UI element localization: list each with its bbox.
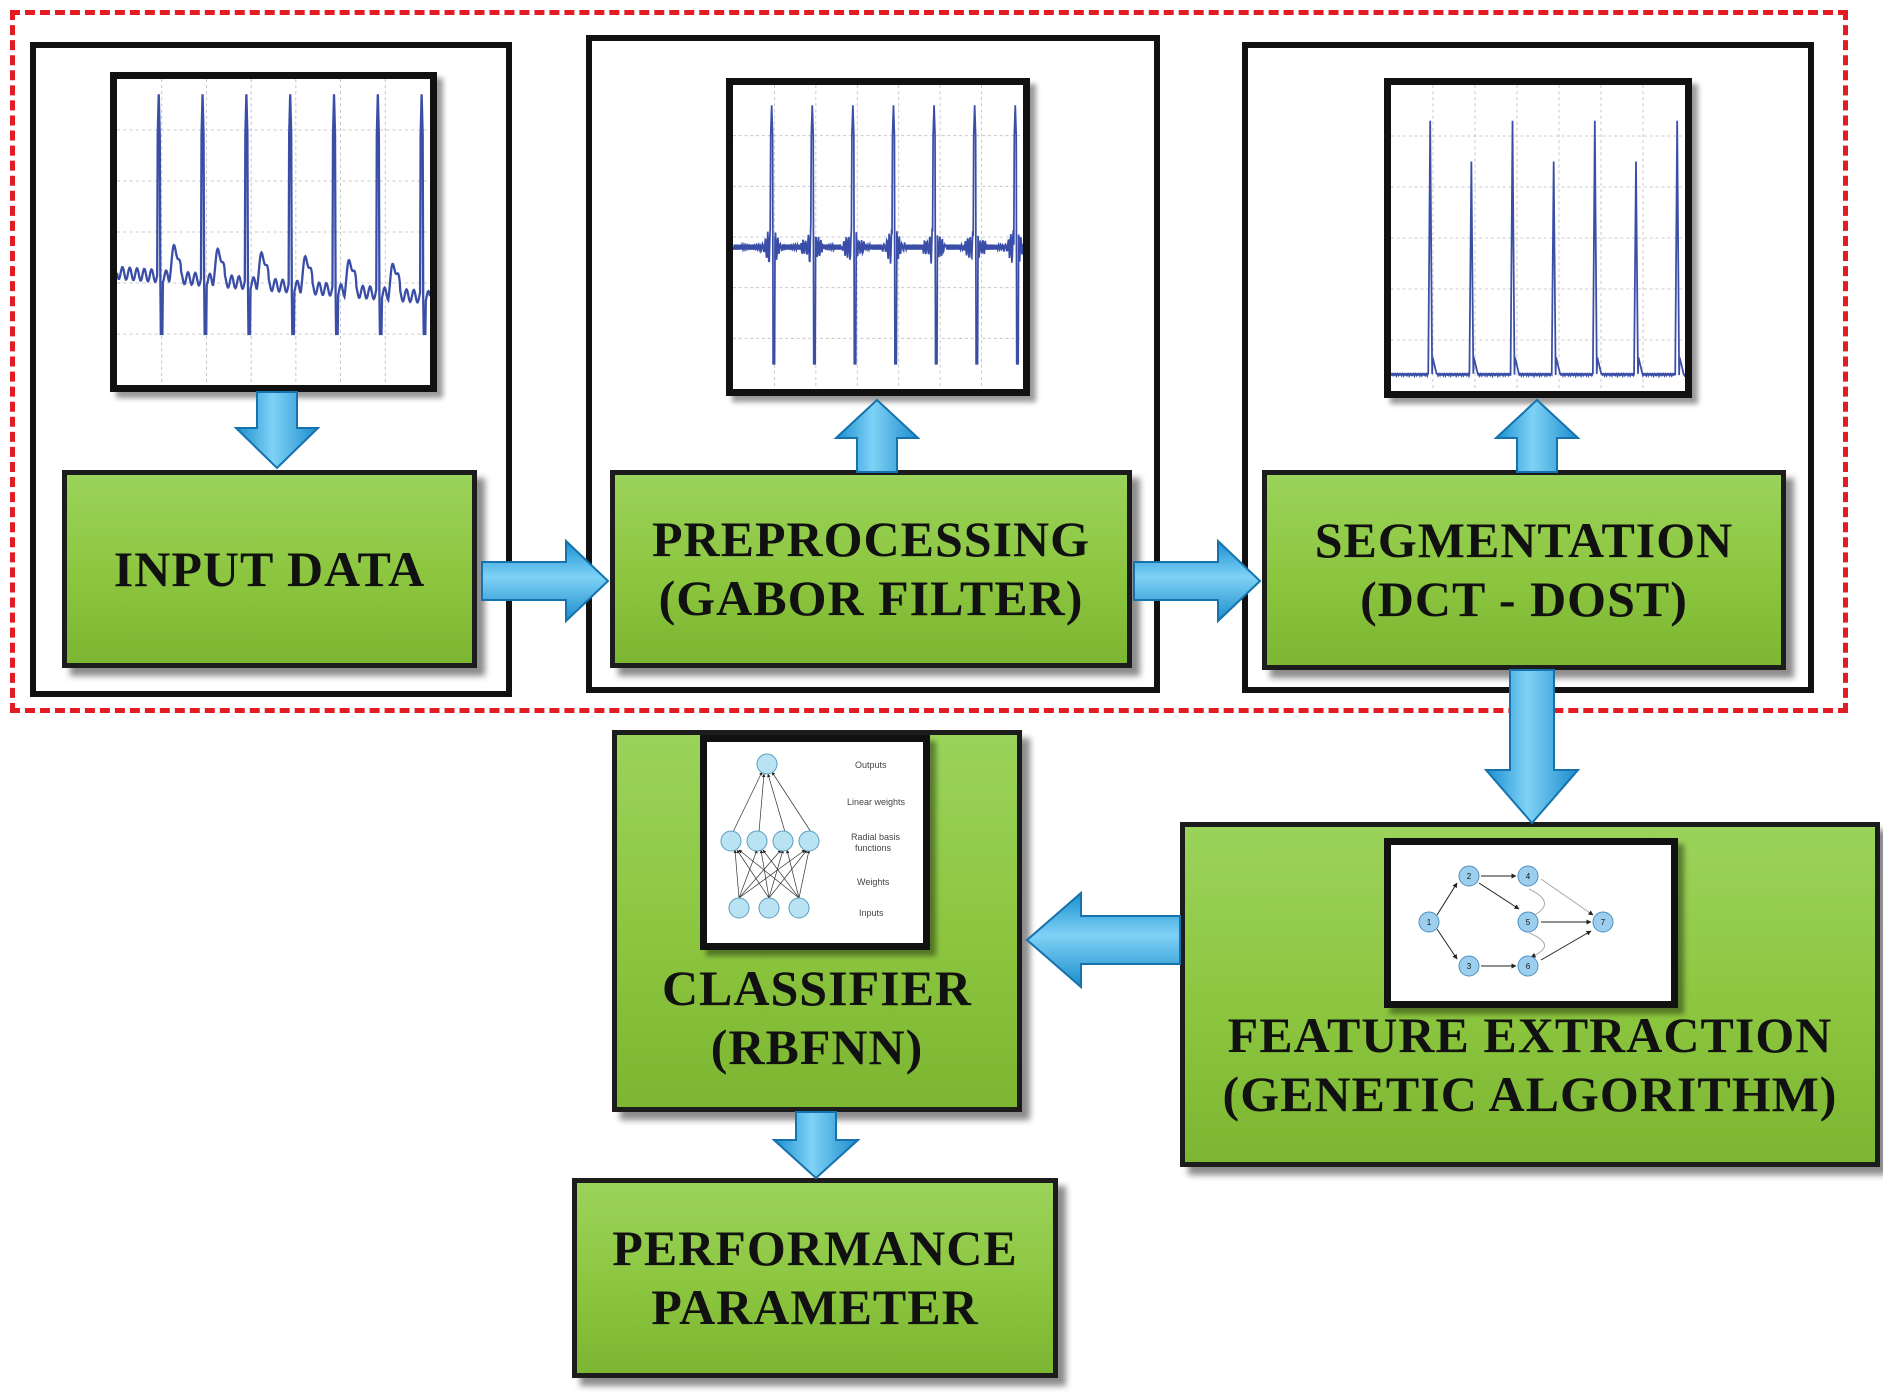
arrow-signal-to-input bbox=[232, 391, 322, 470]
rbf-weights-label: Weights bbox=[857, 877, 890, 887]
performance-title: PERFORMANCE bbox=[612, 1220, 1018, 1276]
segmentation-block: SEGMENTATION (DCT - DOST) bbox=[1262, 470, 1786, 670]
performance-subtitle: PARAMETER bbox=[651, 1279, 979, 1335]
plot-grid bbox=[117, 79, 430, 385]
pipeline-dashed-boundary bbox=[10, 10, 1848, 713]
arrow-input-to-preprocessing bbox=[481, 538, 610, 624]
feature-extraction-method: (GENETIC ALGORITHM) bbox=[1222, 1066, 1838, 1122]
segmentation-method: (DCT - DOST) bbox=[1360, 571, 1688, 627]
graph-node-2: 2 bbox=[1467, 872, 1472, 881]
performance-block: PERFORMANCE PARAMETER bbox=[572, 1178, 1058, 1378]
graph-node-4: 4 bbox=[1526, 872, 1531, 881]
rbf-functions-label: functions bbox=[855, 843, 892, 853]
rbf-inputs-label: Inputs bbox=[859, 908, 884, 918]
input-data-label: INPUT DATA bbox=[113, 540, 426, 597]
plot-grid bbox=[1391, 85, 1685, 391]
signal-trace bbox=[117, 94, 430, 336]
arrow-preprocessing-to-segmentation bbox=[1133, 538, 1262, 624]
input-ecg-plot bbox=[110, 72, 437, 392]
arrow-classifier-to-performance bbox=[770, 1111, 862, 1180]
signal-trace bbox=[733, 105, 1023, 365]
segmentation-title: SEGMENTATION bbox=[1314, 512, 1734, 568]
arrow-segmentation-to-plot bbox=[1492, 398, 1582, 473]
rbf-linear-weights-label: Linear weights bbox=[847, 797, 906, 807]
graph-node-6: 6 bbox=[1526, 962, 1531, 971]
rbf-network-diagram: Outputs Linear weights Radial basis func… bbox=[700, 735, 930, 950]
classifier-title: CLASSIFIER bbox=[661, 960, 973, 1016]
input-data-block: INPUT DATA bbox=[62, 470, 477, 668]
segmented-ecg-plot bbox=[1384, 78, 1692, 398]
feature-extraction-title: FEATURE EXTRACTION bbox=[1227, 1007, 1833, 1063]
classifier-method: (RBFNN) bbox=[710, 1019, 924, 1075]
preprocessing-block: PREPROCESSING (GABOR FILTER) bbox=[610, 470, 1132, 668]
arrow-feature-extraction-to-classifier bbox=[1025, 890, 1181, 990]
rbf-outputs-label: Outputs bbox=[855, 760, 887, 770]
preprocessing-method: (GABOR FILTER) bbox=[658, 570, 1084, 626]
filtered-ecg-plot bbox=[726, 78, 1030, 396]
arrow-preprocessing-to-plot bbox=[832, 398, 922, 473]
rbf-radial-basis-label: Radial basis bbox=[851, 832, 901, 842]
genetic-algorithm-graph: 1 2 3 4 5 6 7 bbox=[1384, 838, 1678, 1008]
graph-node-3: 3 bbox=[1467, 962, 1472, 971]
preprocessing-title: PREPROCESSING bbox=[651, 511, 1091, 567]
graph-node-1: 1 bbox=[1427, 918, 1432, 927]
graph-node-5: 5 bbox=[1526, 918, 1531, 927]
graph-node-7: 7 bbox=[1601, 918, 1606, 927]
signal-trace bbox=[1391, 120, 1685, 379]
arrow-segmentation-to-feature-extraction bbox=[1482, 669, 1582, 825]
